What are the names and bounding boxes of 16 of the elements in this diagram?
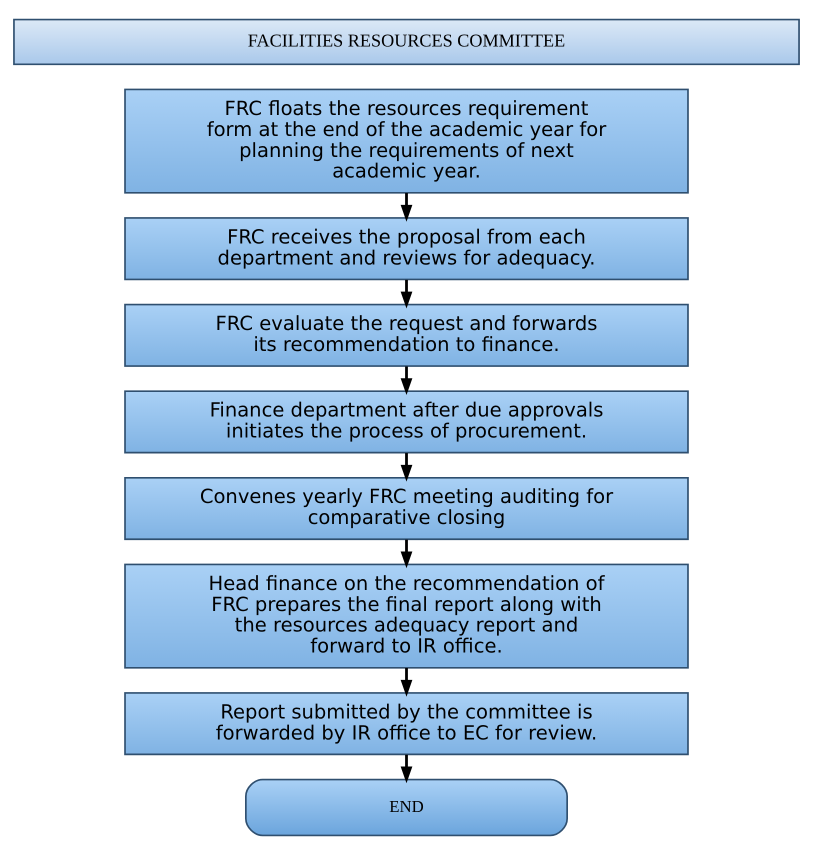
- arrow: [400, 366, 412, 396]
- arrow: [400, 453, 412, 482]
- node-box: END: [245, 778, 568, 836]
- node-box: FACILITIES RESOURCES COMMITTEE: [13, 18, 800, 66]
- node-box: FRC floats the resources requirement form at the end of the academic year for planning the requirements of next academic year.: [124, 88, 689, 194]
- node-box: FRC evaluate the request and forwards its recommendation to finance.: [124, 304, 689, 367]
- node-box: Report submitted by the committee is forwarded by IR office to EC for review.: [124, 692, 689, 756]
- arrow: [400, 280, 412, 308]
- node-box: Convenes yearly FRC meeting auditing for comparative closing: [124, 476, 689, 540]
- node-box: Finance department after due approvals initiates the process of procurement.: [124, 390, 689, 454]
- arrow: [400, 193, 412, 222]
- node-box: Head finance on the recommendation of FRC prepares the final report along with the resources adequacy report and forward to IR office.: [124, 564, 689, 669]
- arrow: [400, 668, 412, 697]
- arrow: [400, 754, 412, 784]
- arrow: [400, 540, 412, 568]
- node-box: FRC receives the proposal from each department and reviews for adequacy.: [124, 217, 689, 280]
